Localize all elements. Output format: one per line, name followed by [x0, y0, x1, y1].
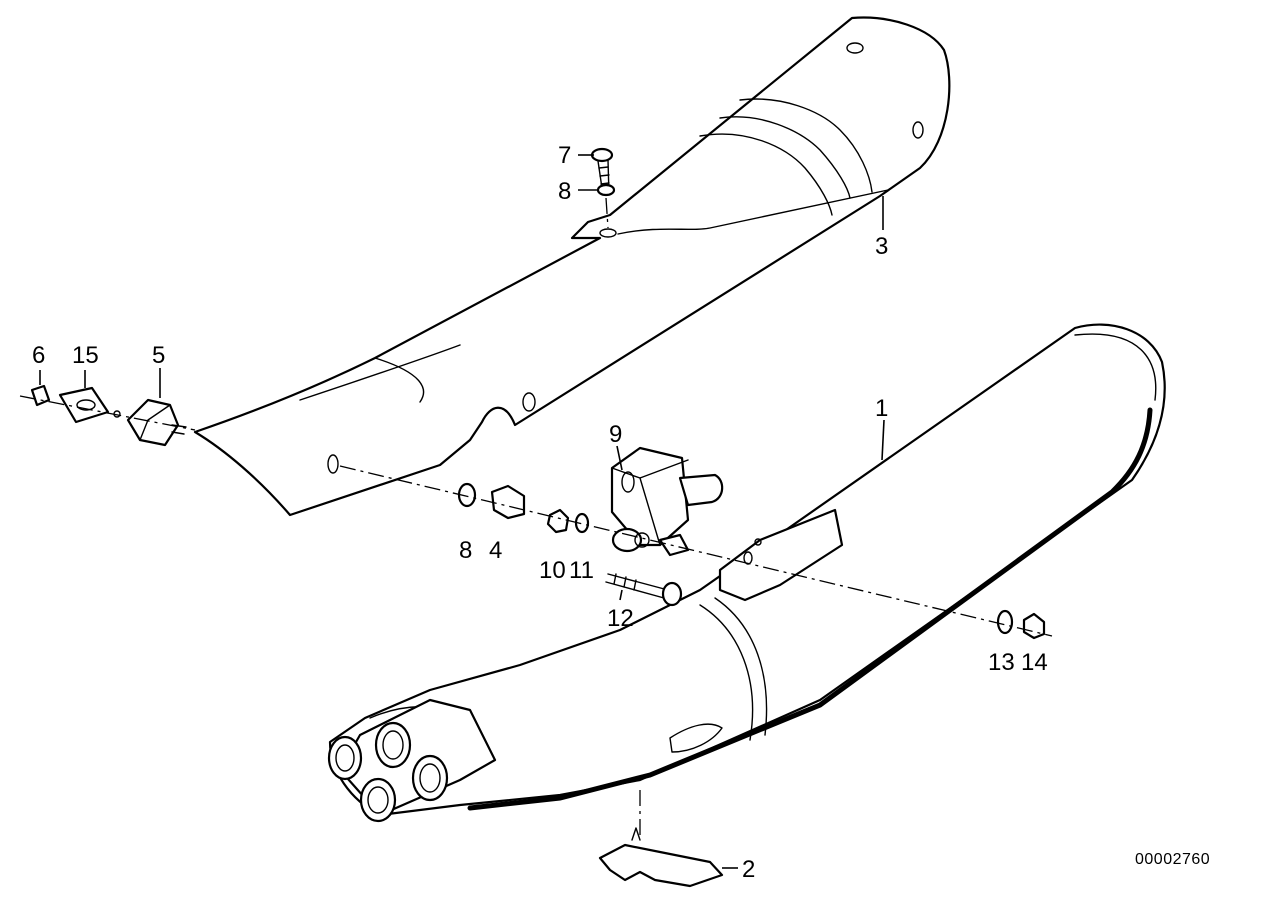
callout-8-lower: 8 [459, 537, 472, 564]
clip-nut-15 [58, 386, 110, 424]
muffler [327, 323, 1166, 823]
bracket [610, 446, 724, 557]
nut-6 [30, 384, 51, 407]
callout-6: 6 [32, 342, 45, 369]
hanger-2 [598, 827, 724, 888]
washer-8-top [596, 183, 616, 197]
callout-13: 13 [988, 649, 1015, 676]
bolt-7 [590, 147, 614, 196]
callout-8-top: 8 [558, 178, 571, 205]
callout-9: 9 [609, 421, 622, 448]
spacer-4 [490, 484, 526, 520]
leader-lines [39, 154, 885, 869]
assembly-axes [19, 197, 1053, 835]
washer-13 [996, 609, 1014, 635]
callout-10: 10 [539, 557, 566, 584]
rubber-mount-5 [113, 398, 187, 447]
callout-1: 1 [875, 395, 888, 422]
nut-10 [546, 508, 570, 534]
bolt-12 [605, 573, 683, 607]
callout-15: 15 [72, 342, 99, 369]
callout-2: 2 [742, 856, 755, 883]
callout-5: 5 [152, 342, 165, 369]
callouts: 7 8 3 6 15 5 1 9 8 4 10 11 12 13 14 2 [32, 142, 1048, 883]
callout-14: 14 [1021, 649, 1048, 676]
inlet-pipes [327, 698, 497, 823]
callout-11: 11 [569, 557, 594, 584]
nut-14 [1022, 612, 1046, 640]
callout-3: 3 [875, 233, 888, 260]
callout-12: 12 [607, 605, 634, 632]
callout-7: 7 [558, 142, 571, 169]
diagram-number: 00002760 [1135, 851, 1210, 868]
callout-4: 4 [489, 537, 502, 564]
heat-shield [193, 16, 951, 517]
